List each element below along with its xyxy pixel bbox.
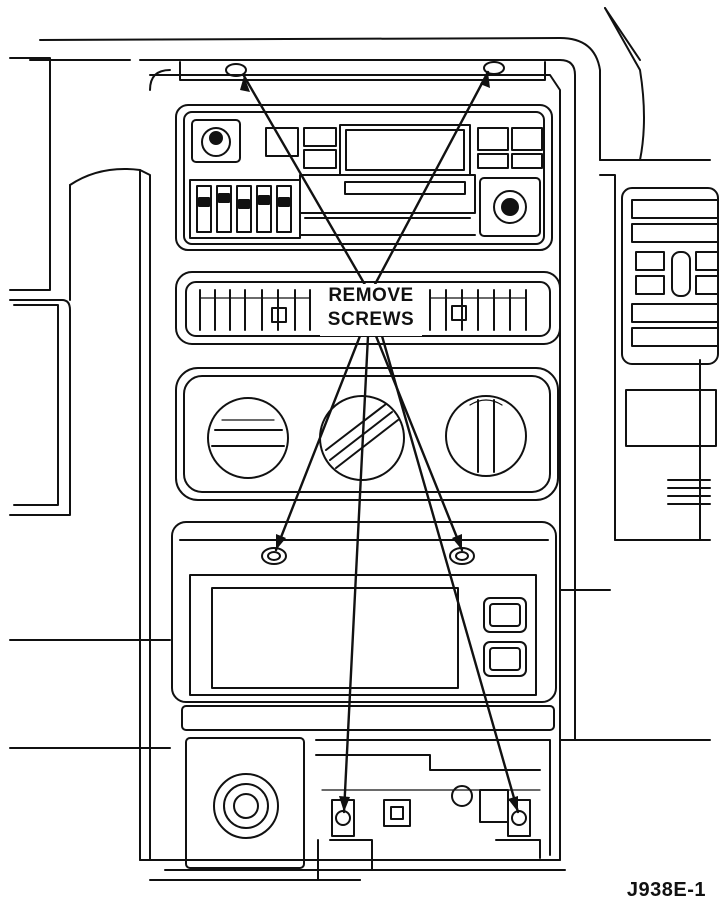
screw-bottom-right — [511, 810, 527, 826]
display-screen — [211, 587, 459, 689]
cigar-lighter — [213, 773, 279, 839]
top-trim — [179, 61, 546, 81]
volume-knob — [201, 127, 231, 157]
climate-control-panel — [175, 367, 559, 501]
tuning-knob — [493, 190, 527, 224]
bottom-console — [185, 737, 551, 881]
lower-display-panel — [171, 521, 557, 703]
screw-top-right — [483, 61, 505, 75]
lower-trim-strip — [181, 705, 555, 731]
right-side-panel — [621, 187, 719, 505]
dashboard-shell — [9, 7, 711, 861]
callout-line-2: SCREWS — [327, 309, 415, 330]
screw-mid-left — [261, 547, 287, 565]
leader-lines — [242, 70, 520, 814]
center-bezel — [139, 59, 576, 881]
radio-unit — [175, 104, 553, 251]
screw-top-left — [225, 63, 247, 77]
radio-slider-bank — [196, 185, 292, 233]
screw-bottom-left — [335, 810, 351, 826]
mode-knob — [445, 395, 527, 477]
arrow-heads — [240, 72, 518, 812]
fan-speed-knob — [207, 397, 289, 479]
remove-screws-callout: REMOVE SCREWS — [320, 284, 422, 336]
figure-id: J938E-1 — [626, 879, 706, 901]
callout-line-1: REMOVE — [328, 285, 414, 306]
